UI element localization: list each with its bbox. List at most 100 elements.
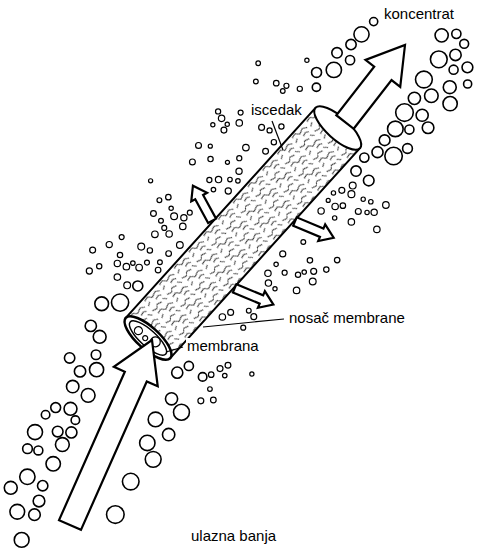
- bubble: [148, 412, 163, 427]
- bubble: [301, 240, 306, 245]
- bubble: [66, 427, 77, 438]
- bubble: [279, 124, 284, 129]
- bubble: [23, 444, 33, 454]
- bubble: [280, 251, 286, 257]
- bubble: [207, 177, 212, 182]
- bubble: [219, 314, 225, 320]
- bubble: [66, 380, 78, 392]
- bubble: [383, 202, 390, 209]
- flow-arrow: [336, 45, 405, 129]
- bubble: [371, 209, 377, 215]
- bubble: [4, 481, 17, 494]
- flow-arrow: [293, 217, 333, 241]
- bubble: [223, 373, 228, 378]
- bubble: [334, 257, 339, 262]
- bubble: [74, 366, 85, 377]
- bubble: [97, 264, 102, 269]
- bubble: [443, 97, 457, 111]
- bubble: [166, 194, 172, 200]
- bubble: [119, 235, 124, 240]
- bubble: [346, 39, 356, 49]
- bubble: [216, 109, 221, 114]
- bubble: [443, 81, 456, 94]
- bubble: [208, 156, 213, 161]
- bubble: [46, 457, 60, 471]
- bubble: [312, 67, 322, 77]
- bubble: [145, 451, 161, 467]
- bubble: [208, 372, 214, 378]
- bubble: [133, 325, 144, 336]
- bubble: [159, 218, 164, 223]
- bubble: [215, 176, 221, 182]
- bubble: [295, 272, 300, 277]
- bubble: [157, 198, 162, 203]
- bubble: [117, 252, 122, 257]
- bubble: [14, 533, 29, 548]
- bubble: [254, 79, 259, 84]
- leader-line: [203, 319, 284, 327]
- bubble: [93, 330, 106, 343]
- bubble: [225, 362, 231, 368]
- bubble: [187, 210, 192, 215]
- bubble: [370, 18, 378, 26]
- bubble: [166, 231, 172, 237]
- bubble: [435, 29, 448, 42]
- bubble: [311, 268, 317, 274]
- bubble: [365, 210, 369, 214]
- bubble: [363, 175, 374, 186]
- bubble: [293, 287, 299, 293]
- bubble: [416, 71, 433, 88]
- bubble: [210, 397, 216, 403]
- bubble: [464, 80, 472, 88]
- bubble: [225, 188, 231, 194]
- bubble: [114, 260, 120, 266]
- bubble: [198, 373, 207, 382]
- bubble: [236, 168, 242, 174]
- bubble: [151, 211, 157, 217]
- bubble: [142, 335, 149, 342]
- bubble: [331, 191, 335, 195]
- bubble: [85, 320, 96, 331]
- bubble: [259, 124, 265, 130]
- bubble: [273, 287, 277, 291]
- bubble: [51, 403, 61, 413]
- bubble: [89, 363, 103, 377]
- bubble: [28, 425, 43, 440]
- bubble: [361, 197, 365, 201]
- bubble: [273, 80, 279, 86]
- leader-line: [166, 347, 183, 352]
- bubble: [430, 51, 447, 68]
- bubble: [34, 446, 43, 455]
- bubble: [345, 56, 354, 65]
- bubble: [91, 350, 100, 359]
- bubble: [138, 243, 145, 250]
- bubble: [236, 179, 241, 184]
- bubble: [208, 387, 213, 392]
- bubble: [348, 191, 355, 198]
- flow-arrows: [59, 45, 405, 530]
- bubble: [211, 187, 216, 192]
- bubble: [416, 109, 428, 121]
- bubble: [422, 122, 434, 134]
- bubble: [302, 270, 306, 274]
- bubble: [176, 242, 183, 249]
- leader-lines: [166, 121, 284, 352]
- bubble: [29, 509, 41, 521]
- bubble: [184, 361, 193, 370]
- bubble: [452, 29, 461, 38]
- bubble: [360, 153, 369, 162]
- part-label: koncentrat: [383, 6, 455, 23]
- bubble: [462, 62, 473, 73]
- bubble: [237, 156, 242, 161]
- bubble: [284, 83, 289, 88]
- bubble: [348, 219, 354, 225]
- bubble: [318, 208, 324, 214]
- bubble: [64, 402, 77, 415]
- bubble: [408, 92, 420, 104]
- bubble: [64, 353, 74, 363]
- part-label: membrana: [186, 338, 260, 355]
- bubble: [225, 160, 229, 164]
- bubble: [385, 147, 402, 164]
